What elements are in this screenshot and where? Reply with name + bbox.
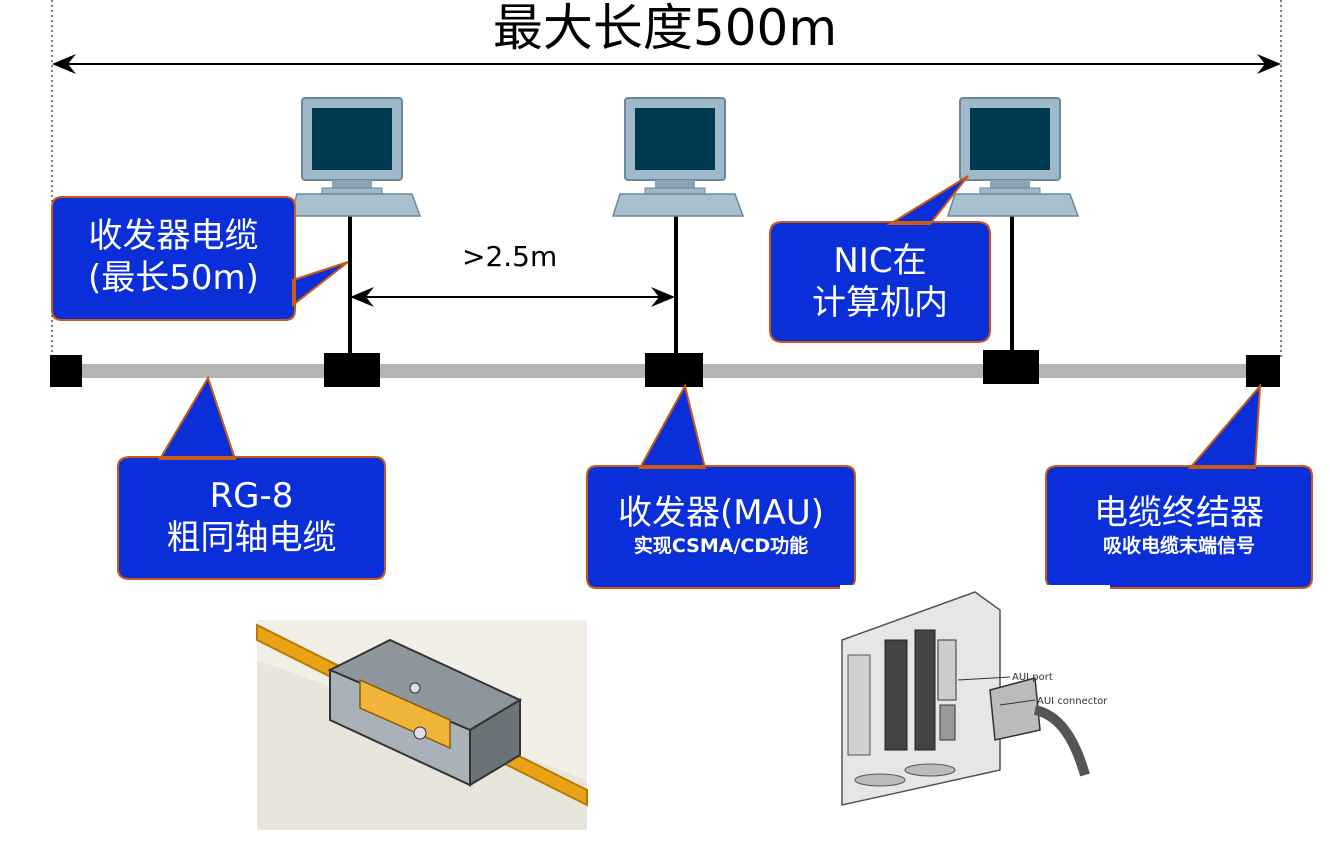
callout-coax — [117, 375, 386, 580]
callout-transceiver-cable — [51, 196, 349, 321]
terminator-right — [1246, 355, 1280, 387]
callout-transceiver-cable-line2: (最长50m) — [88, 258, 259, 298]
callout-terminator-line2: 吸收电缆末端信号 — [1102, 535, 1255, 557]
computer-2 — [612, 97, 744, 217]
callout-mau-line1: 收发器(MAU) — [617, 493, 824, 533]
callout-coax-line1: RG-8 — [209, 476, 294, 516]
callout-coax-text: RG-8 粗同轴电缆 — [118, 475, 385, 559]
aui-port-label: AUI port — [1012, 672, 1053, 683]
callout-terminator — [1045, 383, 1313, 589]
computer-3 — [947, 97, 1079, 217]
callout-nic — [769, 175, 991, 343]
diagram-title: 最大长度500m — [492, 0, 838, 57]
spacing-label: >2.5m — [462, 240, 558, 273]
callout-terminator-text: 电缆终结器 吸收电缆末端信号 — [1046, 492, 1312, 558]
callout-transceiver-cable-line1: 收发器电缆 — [88, 216, 259, 256]
callout-nic-text: NIC在 计算机内 — [770, 240, 990, 324]
callout-transceiver-cable-text: 收发器电缆 (最长50m) — [52, 215, 295, 299]
callout-nic-line2: 计算机内 — [812, 283, 948, 323]
transceiver-2 — [645, 353, 703, 387]
aui-connector-label: AUI connector — [1037, 696, 1108, 707]
callout-mau-line2: 实现CSMA/CD功能 — [633, 535, 809, 557]
computer-1 — [289, 97, 421, 217]
callout-coax-line2: 粗同轴电缆 — [166, 518, 337, 558]
transceiver-3 — [983, 350, 1039, 384]
callout-mau-text: 收发器(MAU) 实现CSMA/CD功能 — [587, 492, 855, 558]
callout-terminator-line1: 电缆终结器 — [1094, 493, 1264, 533]
callout-nic-line1: NIC在 — [833, 241, 927, 281]
terminator-left — [50, 355, 82, 387]
transceiver-1 — [324, 353, 380, 387]
transceiver-photo — [256, 620, 588, 830]
aui-port-photo: AUI port AUI connector — [840, 585, 1110, 810]
